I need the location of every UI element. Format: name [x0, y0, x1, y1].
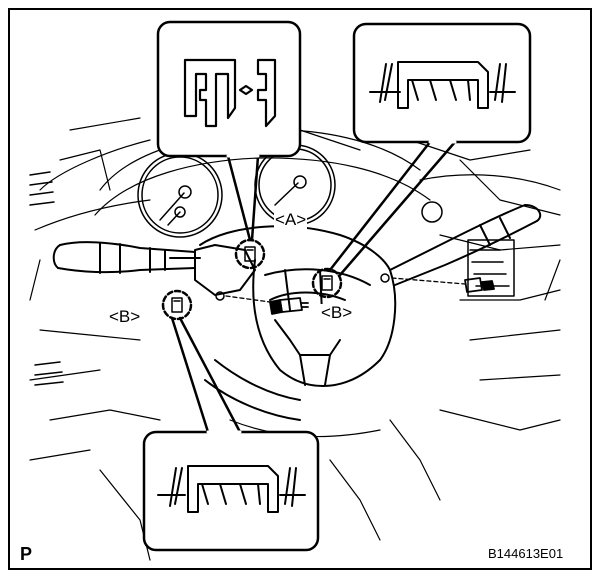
right-vent [467, 239, 515, 297]
screw-right [464, 277, 495, 293]
clip-icons [171, 246, 333, 313]
screw-holes [215, 273, 390, 301]
corner-letter: P [20, 544, 33, 564]
left-vent [29, 171, 64, 386]
screw-paths [225, 277, 466, 303]
callout-b-right [328, 22, 532, 277]
clip-b-bottom-detail [157, 465, 306, 513]
label-b-left: <B> [108, 307, 142, 326]
column-cover [199, 225, 397, 421]
right-lever [389, 204, 542, 286]
clip-a-detail [183, 58, 277, 128]
dashboard-sketch [29, 117, 561, 561]
screw-left [269, 297, 309, 315]
label-a: <A> [274, 210, 308, 229]
callout-b-bottom [142, 316, 320, 552]
label-b-right: <B> [320, 303, 354, 322]
clip-b-right-detail [369, 61, 516, 109]
left-lever [52, 241, 256, 296]
figure-code: B144613E01 [488, 546, 564, 561]
